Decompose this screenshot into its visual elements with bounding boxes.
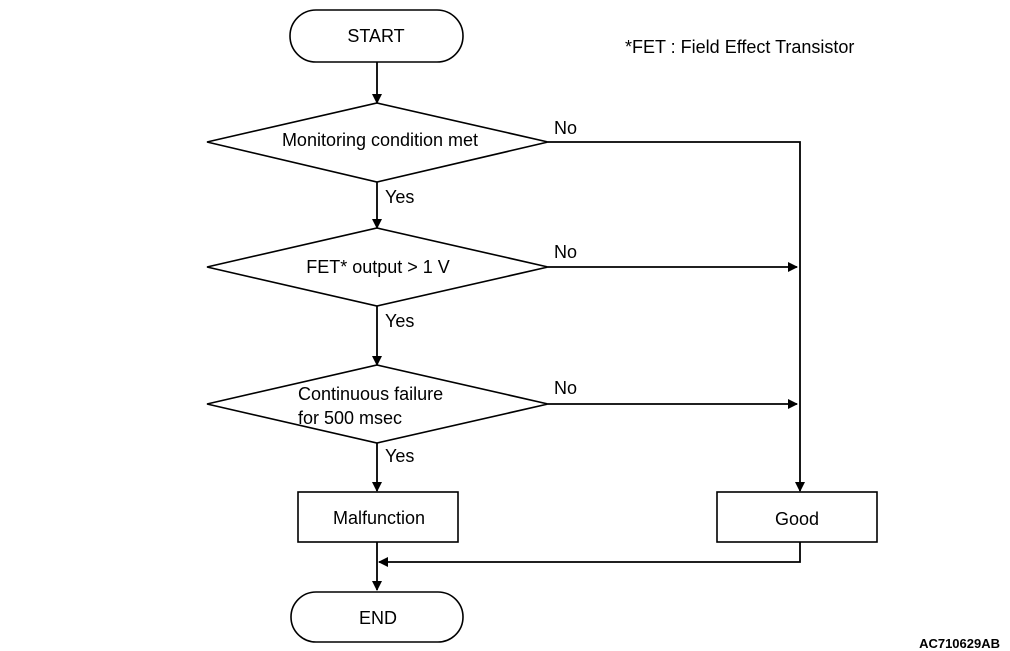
decision-continuous-failure — [206, 364, 549, 444]
decision-3-yes-label: Yes — [385, 446, 414, 466]
fet-footnote: *FET : Field Effect Transistor — [625, 37, 854, 57]
decision-1-no-label: No — [554, 118, 577, 138]
figure-code: AC710629AB — [919, 636, 1000, 651]
end-terminal — [290, 591, 464, 643]
decision-1-label: Monitoring condition met — [282, 130, 478, 150]
good-box — [716, 491, 878, 543]
line-good-to-end — [378, 542, 801, 567]
malfunction-label: Malfunction — [333, 508, 425, 528]
good-label: Good — [775, 509, 819, 529]
start-label: START — [347, 26, 404, 46]
decision-2-label: FET* output > 1 V — [306, 257, 450, 277]
decision-2-no-label: No — [554, 242, 577, 262]
decision-2-yes-label: Yes — [385, 311, 414, 331]
decision-monitoring-condition — [206, 102, 549, 183]
decision-3-label-line-2: for 500 msec — [298, 408, 402, 428]
decision-3-no-label: No — [554, 378, 577, 398]
malfunction-box — [297, 491, 459, 543]
decision-fet-output — [206, 227, 549, 307]
start-terminal — [289, 9, 464, 63]
decision-1-yes-label: Yes — [385, 187, 414, 207]
decision-3-label-line-1: Continuous failure — [298, 384, 443, 404]
line-decision-1-no — [548, 141, 805, 492]
end-label: END — [359, 608, 397, 628]
